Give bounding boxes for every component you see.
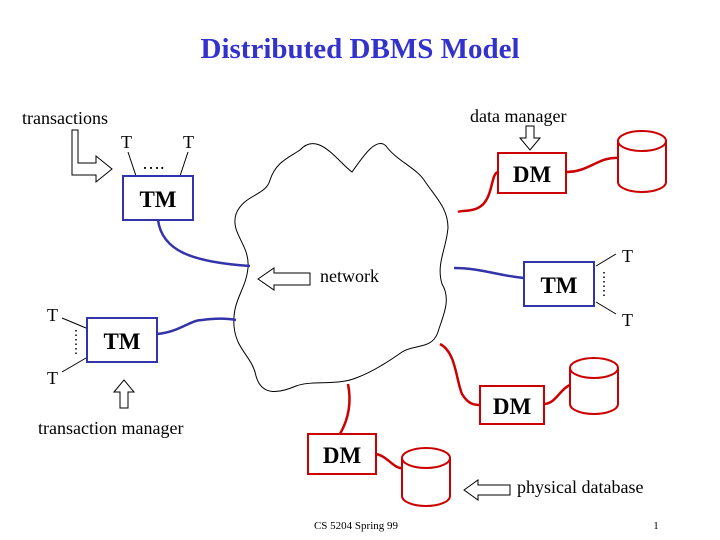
tm-network-link [453,266,525,280]
transaction-manager-label: transaction manager [38,418,183,438]
tm-label: TM [139,187,176,212]
network-arrow [257,267,311,291]
data-manager-arrow [518,125,542,151]
database-icon [617,130,667,193]
t-connector [61,357,87,373]
transaction-manager-arrow [112,379,136,409]
dm-label: DM [323,443,362,468]
tm-network-link [156,219,251,268]
tm-box-left [86,317,158,363]
tm-box-right [523,261,595,307]
physical-database-arrow [463,479,511,501]
t-label: T [121,132,132,152]
dm-box-right [479,385,545,425]
dm-database-link [543,382,573,406]
t-label: T [622,246,633,266]
t-label: T [47,305,58,325]
network-label: network [320,266,379,286]
dm-database-link [375,452,405,470]
dm-box-bottom [307,433,377,475]
footer-course: CS 5204 Spring 99 [314,520,399,532]
dm-database-link [565,156,621,174]
t-connector [127,151,137,177]
data-manager-label: data manager [470,106,566,126]
dm-network-link [338,383,351,435]
t-connector [179,151,189,177]
t-connector [61,317,87,329]
physical-database-label: physical database [517,477,643,497]
transactions-arrow [71,129,113,184]
tm-label: TM [540,273,577,298]
database-icon [569,357,619,415]
tm-box-top-left [122,175,194,221]
transactions-label: transactions [22,108,108,128]
dm-label: DM [493,394,532,419]
t-connector [595,253,617,267]
t-connector [595,301,617,315]
page-number: 1 [653,520,659,532]
tm-label: TM [103,329,140,354]
tm-network-link [156,317,237,336]
dm-network-link [457,170,499,214]
slide-title: Distributed DBMS Model [201,33,520,65]
database-icon [401,447,451,507]
t-label: T [47,368,58,388]
ellipsis-dots: …. [142,153,165,173]
dm-network-link [439,342,481,407]
dm-label: DM [513,162,552,187]
network-cloud [233,143,449,392]
t-label: T [183,132,194,152]
t-label: T [622,310,633,330]
